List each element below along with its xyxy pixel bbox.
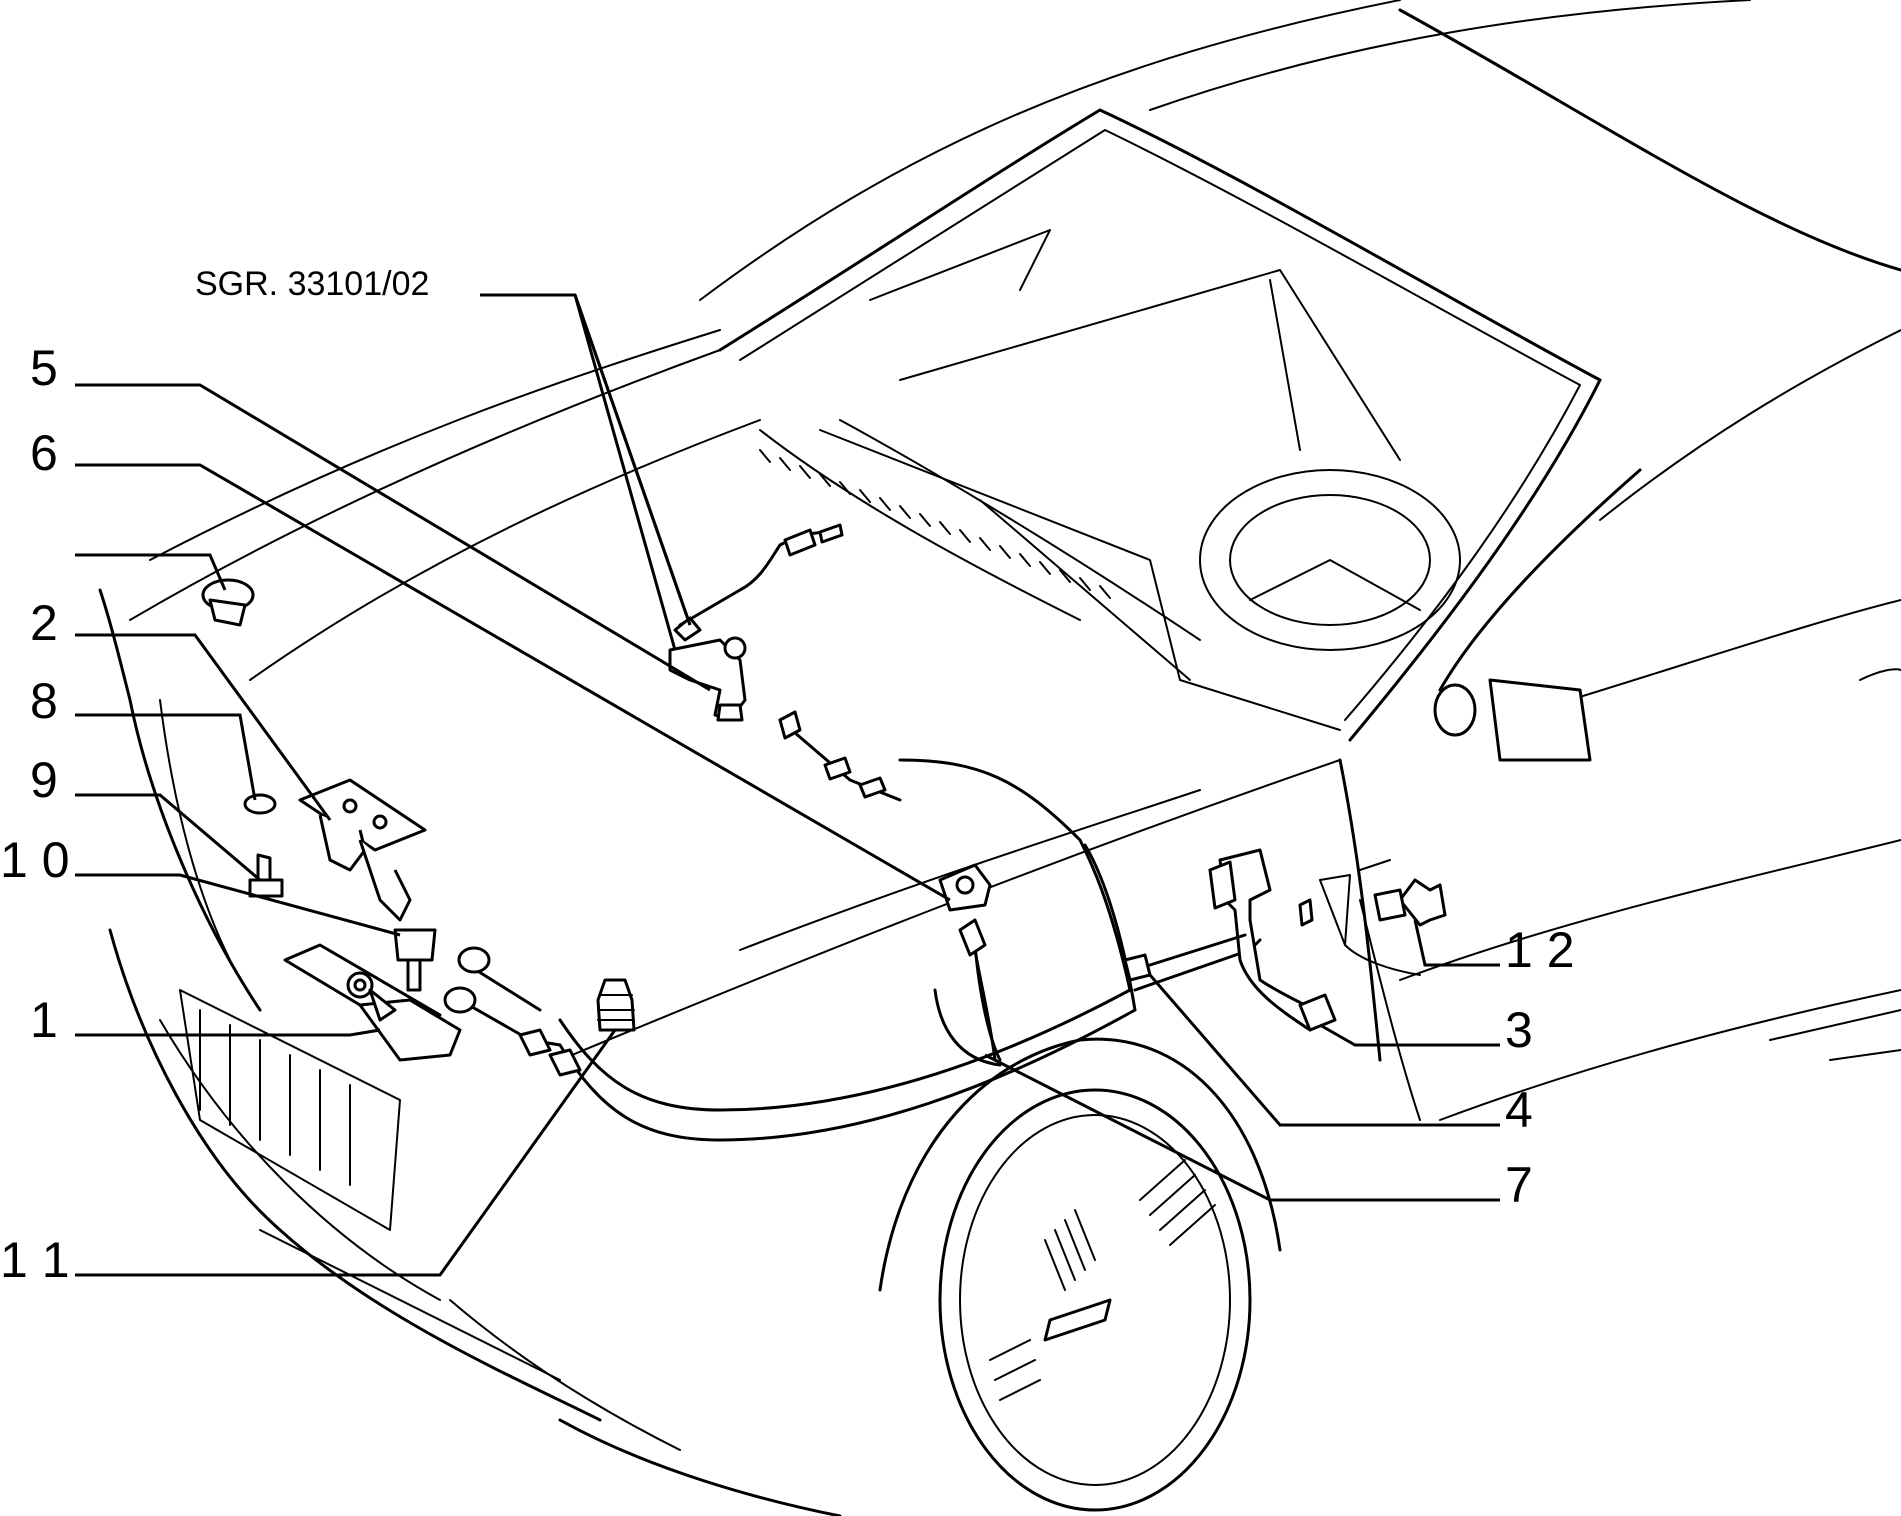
car-body (98, 0, 1901, 1516)
callout-3: 3 (1505, 1002, 1533, 1058)
callout-7: 7 (1505, 1157, 1533, 1213)
callout-4: 4 (1505, 1082, 1533, 1138)
leader-12 (1413, 919, 1500, 967)
callout-1: 1 (30, 992, 58, 1048)
reference-label: SGR. 33101/02 (195, 265, 429, 303)
leader-5 (75, 383, 711, 692)
leader-7 (984, 1053, 1500, 1202)
callout-11: 1 1 (0, 1232, 70, 1288)
leader-8 (75, 713, 257, 801)
callout-9: 9 (30, 752, 58, 808)
release-cables (458, 528, 1262, 1142)
leader-cap (75, 553, 227, 591)
labels: SGR. 33101/02 5 6 2 8 9 1 0 1 1 1 1 2 3 … (0, 265, 1575, 1288)
leader-1 (75, 1028, 381, 1037)
leader-11 (75, 1029, 617, 1277)
leader-4 (1148, 974, 1500, 1127)
callout-2: 2 (30, 595, 58, 651)
leader-lines (75, 293, 1500, 1277)
callout-6: 6 (30, 425, 58, 481)
callout-5: 5 (30, 340, 58, 396)
leader-6 (75, 463, 951, 902)
callout-12: 1 2 (1505, 922, 1575, 978)
leader-3 (1319, 1023, 1500, 1047)
leader-2 (75, 633, 332, 821)
leader-sgr-2 (573, 294, 692, 651)
callout-10: 1 0 (0, 832, 70, 888)
callout-8: 8 (30, 673, 58, 729)
parts (201, 523, 1447, 1077)
leader-10 (75, 873, 401, 937)
leader-9 (75, 793, 261, 882)
